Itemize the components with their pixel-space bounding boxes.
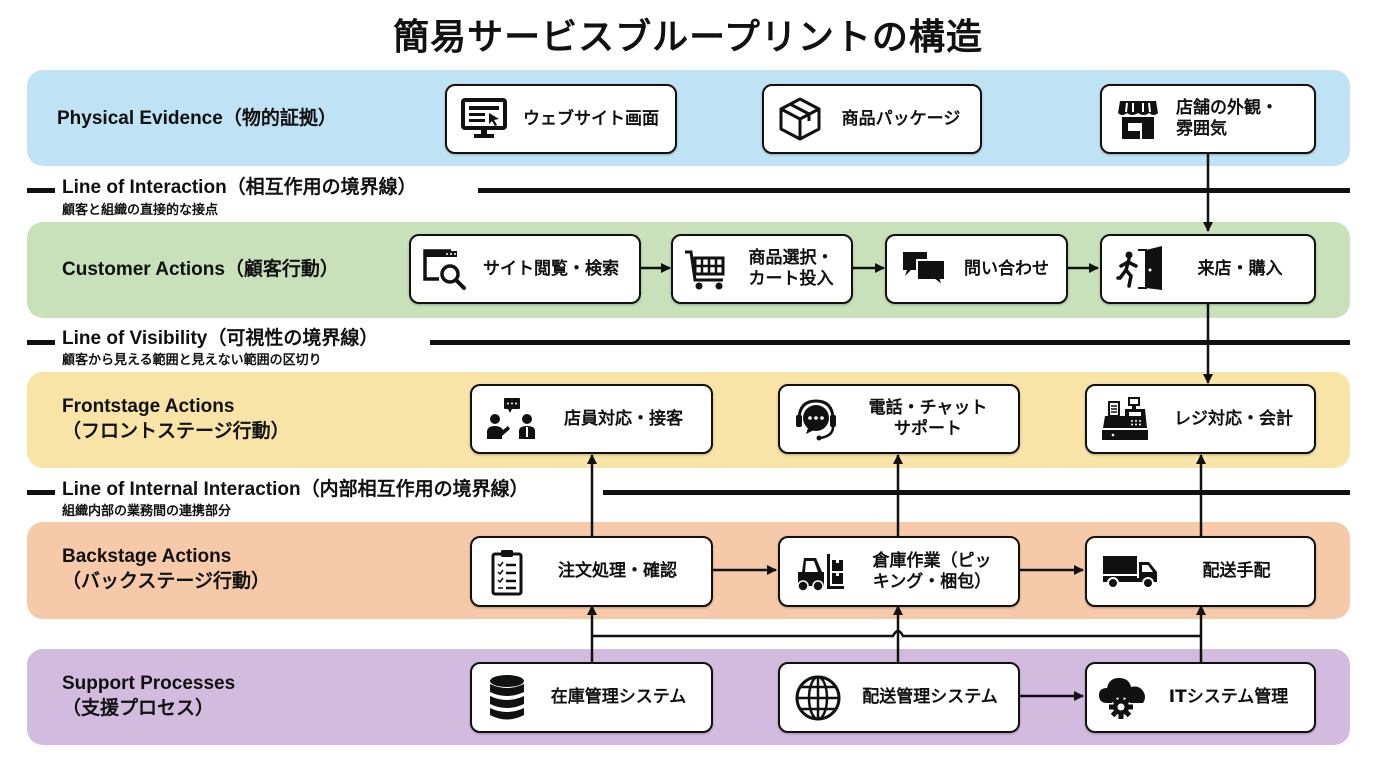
node-store-exterior: 店舗の外観・ 雰囲気 <box>1100 84 1316 154</box>
headset-icon <box>794 396 838 442</box>
node-label: ウェブサイト画面 <box>523 108 659 129</box>
node-label: 倉庫作業（ピッ キング・梱包） <box>846 551 1018 593</box>
line-of-internal-interaction-title: Line of Internal Interaction（内部相互作用の境界線） <box>62 479 529 500</box>
box-icon <box>778 96 822 142</box>
line-of-internal-interaction-stub <box>27 490 55 495</box>
line-of-interaction-subtitle: 顧客と組織の直接的な接点 <box>62 203 219 218</box>
lane-label: Physical Evidence（物的証拠） <box>57 108 337 129</box>
node-label-line: 店舗の外観・ <box>1176 98 1278 118</box>
node-label-line: 電話・チャット <box>868 398 988 418</box>
node-browse-search: サイト閲覧・検索 <box>409 234 641 304</box>
lane-label: Backstage Actions （バックステージ行動） <box>62 544 270 594</box>
node-label: 在庫管理システム <box>550 687 687 707</box>
line-of-internal-interaction <box>603 490 1350 495</box>
line-of-visibility-title: Line of Visibility（可視性の境界線） <box>62 328 379 349</box>
chat-bubbles-icon <box>901 250 947 288</box>
database-icon <box>488 674 526 722</box>
node-warehouse-picking: 倉庫作業（ピッ キング・梱包） <box>778 536 1020 607</box>
globe-icon <box>794 674 842 722</box>
node-delivery-management-system: 配送管理システム <box>778 662 1020 733</box>
node-order-processing: 注文処理・確認 <box>470 536 713 607</box>
lane-label-ja: （フロントステージ行動） <box>62 421 290 442</box>
lane-label-ja: （バックステージ行動） <box>62 571 271 592</box>
forklift-icon <box>794 550 846 594</box>
node-inventory-system: 在庫管理システム <box>470 662 713 733</box>
node-label-line: サポート <box>894 419 962 439</box>
lane-label: Support Processes （支援プロセス） <box>62 671 235 721</box>
node-label: 商品選択・ カート投入 <box>731 248 851 290</box>
line-of-visibility-stub <box>27 340 55 345</box>
diagram-title: 簡易サービスブループリントの構造 <box>393 17 983 58</box>
lane-label-en: Frontstage Actions <box>62 396 235 417</box>
node-label: 問い合わせ <box>964 258 1049 279</box>
line-of-interaction <box>478 188 1350 193</box>
node-shipping-arrangement: 配送手配 <box>1085 536 1316 607</box>
node-label: サイト閲覧・検索 <box>483 258 619 279</box>
node-label-line: カート投入 <box>748 269 834 289</box>
node-register-checkout: レジ対応・会計 <box>1085 384 1316 454</box>
line-of-interaction-stub <box>27 188 55 193</box>
node-label: 店員対応・接客 <box>564 408 683 429</box>
lane-label-en: Backstage Actions <box>62 546 232 567</box>
lane-label-en: Support Processes <box>62 673 236 694</box>
node-label: 店舗の外観・ 雰囲気 <box>1160 98 1314 140</box>
cloud-gear-icon <box>1097 673 1149 723</box>
line-of-internal-interaction-subtitle: 組織内部の業務間の連携部分 <box>62 504 232 519</box>
node-label-line: 雰囲気 <box>1176 119 1227 139</box>
node-website-screen: ウェブサイト画面 <box>445 84 677 154</box>
lane-label: Frontstage Actions （フロントステージ行動） <box>62 394 290 444</box>
node-inquiry: 問い合わせ <box>885 234 1068 304</box>
node-label: 注文処理・確認 <box>558 561 677 581</box>
node-label-line: 商品選択・ <box>748 248 834 268</box>
node-label: 配送管理システム <box>862 687 998 707</box>
lane-label-ja: （支援プロセス） <box>62 698 215 719</box>
node-label-line: 倉庫作業（ピッ <box>872 550 992 571</box>
staff-conversation-icon <box>486 396 536 442</box>
clipboard-icon <box>490 548 524 596</box>
node-phone-chat-support: 電話・チャット サポート <box>778 384 1020 454</box>
node-label: ITシステム管理 <box>1168 687 1289 707</box>
lane-label: Customer Actions（顧客行動） <box>62 259 339 280</box>
monitor-icon <box>461 98 507 140</box>
line-of-visibility-subtitle: 顧客から見える範囲と見えない範囲の区切り <box>62 353 322 368</box>
node-label: 来店・購入 <box>1197 258 1283 279</box>
node-visit-purchase: 来店・購入 <box>1100 234 1316 304</box>
cash-register-icon <box>1101 396 1153 442</box>
line-of-interaction-title: Line of Interaction（相互作用の境界線） <box>62 177 417 198</box>
storefront-icon <box>1116 97 1160 141</box>
browser-search-icon <box>421 247 469 291</box>
line-of-visibility <box>430 340 1350 345</box>
node-label: 配送手配 <box>1202 561 1271 581</box>
node-product-package: 商品パッケージ <box>762 84 982 154</box>
truck-icon <box>1101 554 1159 590</box>
node-label: 商品パッケージ <box>841 108 961 129</box>
node-label: レジ対応・会計 <box>1174 408 1293 429</box>
node-staff-service: 店員対応・接客 <box>470 384 713 454</box>
node-add-to-cart: 商品選択・ カート投入 <box>671 234 853 304</box>
cart-icon <box>683 246 731 292</box>
person-door-icon <box>1116 244 1166 294</box>
support-bus-line <box>592 629 1201 638</box>
node-label: 電話・チャット サポート <box>838 398 1018 440</box>
node-it-system-management: ITシステム管理 <box>1085 662 1316 733</box>
node-label-line: キング・梱包） <box>872 571 992 592</box>
